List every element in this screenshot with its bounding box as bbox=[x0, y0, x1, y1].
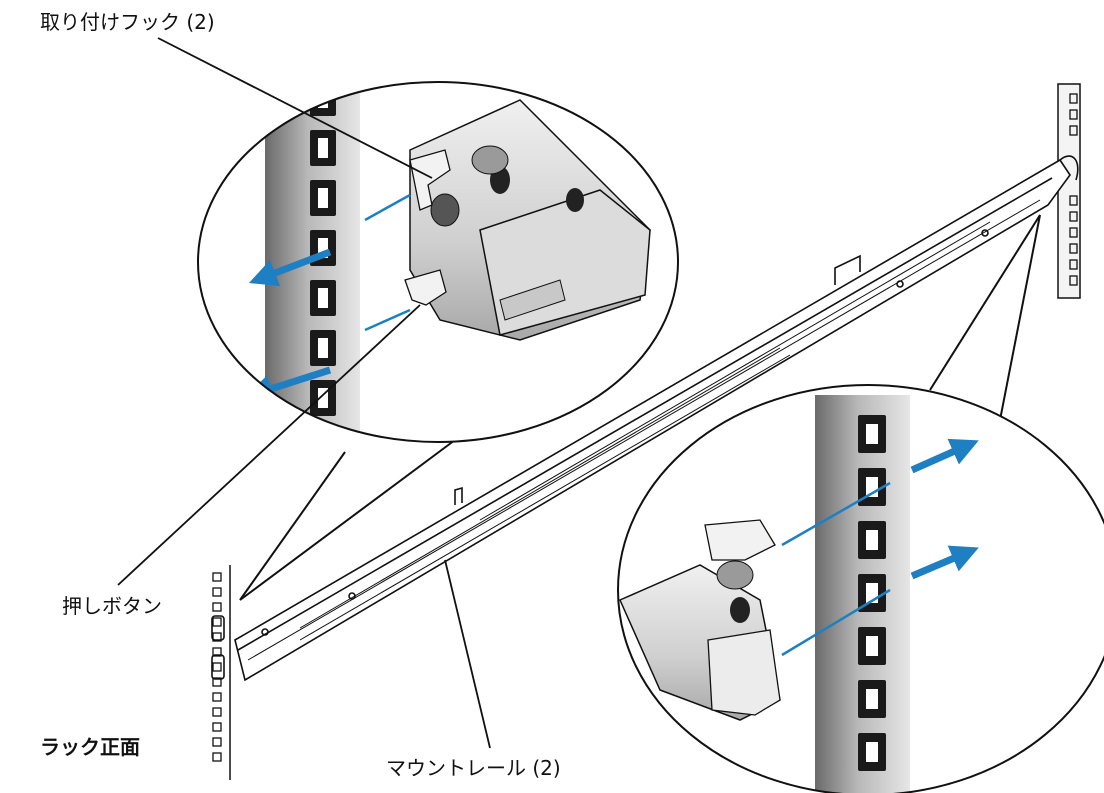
label-rack-front: ラック正面 bbox=[40, 735, 140, 759]
leader-mounting-hooks bbox=[157, 37, 433, 179]
rack-post-front bbox=[212, 565, 231, 780]
leader-lines bbox=[117, 37, 491, 749]
mounting-rail bbox=[211, 155, 1079, 682]
label-mounting-rail: マウントレール (2) bbox=[386, 756, 561, 780]
rack-post-rear bbox=[1057, 83, 1081, 299]
label-push-button: 押しボタン bbox=[62, 594, 162, 618]
zoom-detail-right bbox=[617, 384, 1104, 793]
callout-right-outline bbox=[929, 214, 1041, 421]
label-mounting-hooks: 取り付けフック (2) bbox=[40, 10, 215, 34]
leader-mounting-rail bbox=[444, 559, 491, 749]
zoom-detail-left bbox=[197, 81, 679, 443]
leader-push-button bbox=[117, 304, 421, 586]
